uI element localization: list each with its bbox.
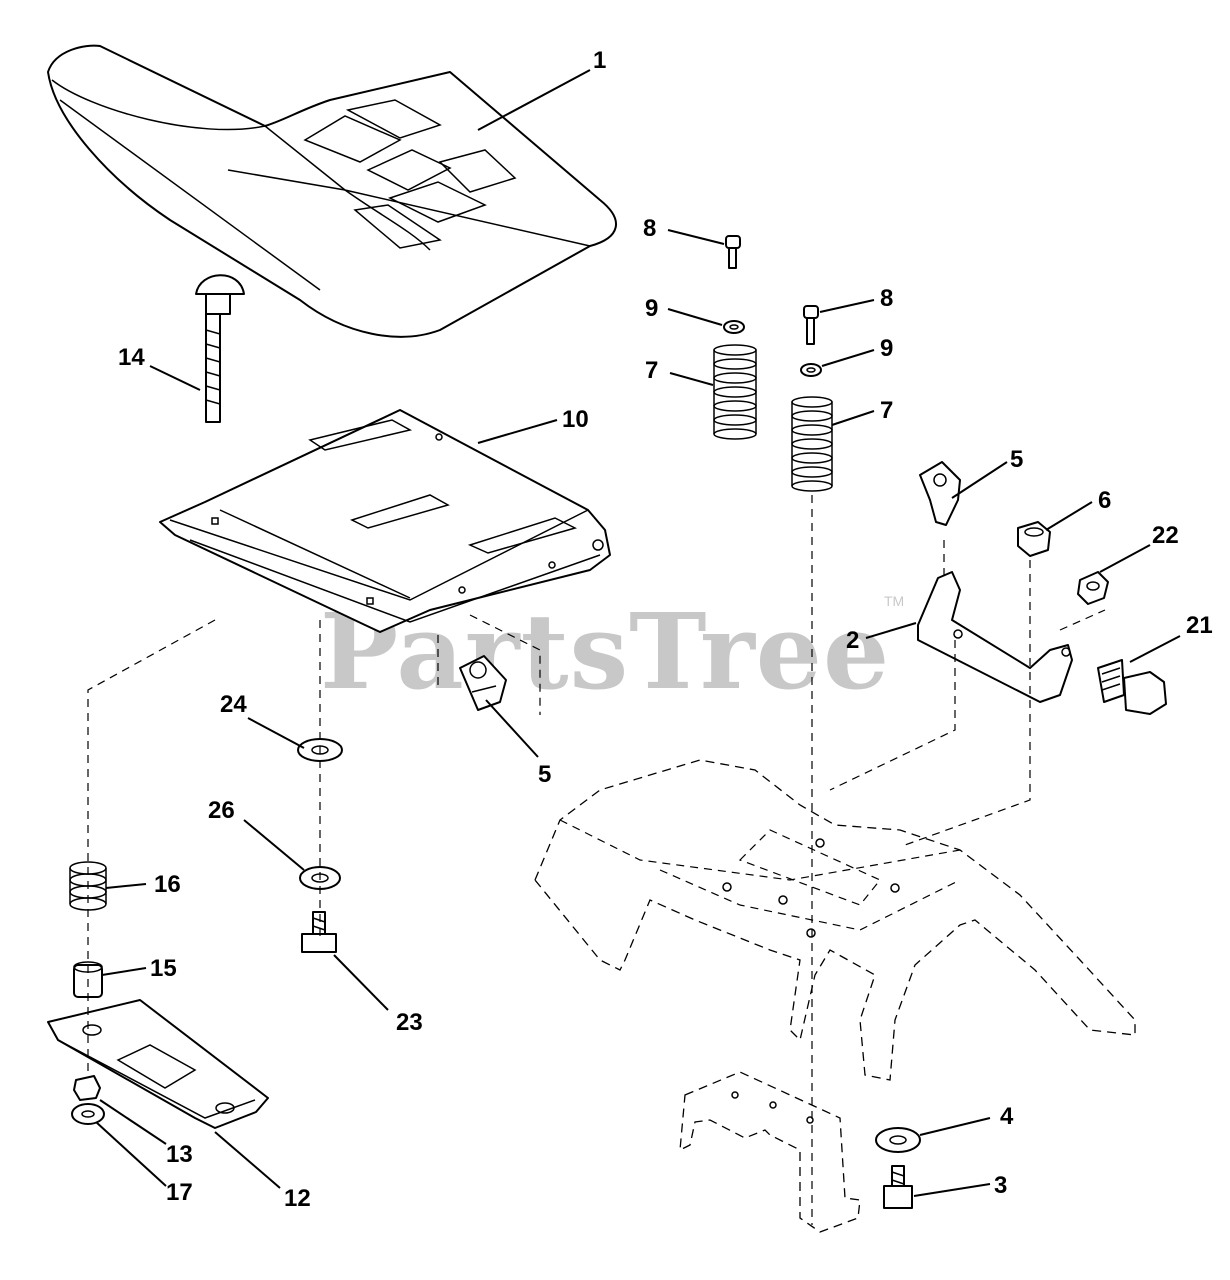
bolt-part-23 bbox=[301, 911, 337, 953]
clip-part-left bbox=[459, 655, 507, 711]
callout-8b: 8 bbox=[880, 285, 893, 312]
callout-17: 17 bbox=[166, 1179, 193, 1206]
callout-4: 4 bbox=[1000, 1103, 1014, 1130]
bolt-part-8a bbox=[725, 235, 741, 269]
seat-pan-part bbox=[159, 409, 611, 633]
callout-23: 23 bbox=[396, 1009, 423, 1036]
callout-9b: 9 bbox=[880, 335, 893, 362]
callout-14: 14 bbox=[118, 344, 145, 371]
leader-lines bbox=[95, 69, 1181, 1197]
plate-part-12 bbox=[47, 999, 269, 1129]
assembly-lines bbox=[87, 495, 1106, 1225]
frame-dashed-outline bbox=[534, 759, 1136, 1081]
bolt-part-3 bbox=[883, 1165, 913, 1209]
lower-bracket-dashed bbox=[679, 1071, 861, 1233]
washer-part-9a bbox=[723, 320, 745, 334]
seat-part bbox=[47, 44, 617, 338]
callout-labels: 1 8 9 7 8 9 7 14 10 5 6 22 2 21 24 5 26 … bbox=[118, 47, 1213, 1212]
callout-16: 16 bbox=[154, 871, 181, 898]
nut-part-22 bbox=[1077, 571, 1109, 605]
callout-5b: 5 bbox=[538, 761, 551, 788]
callout-7a: 7 bbox=[645, 357, 658, 384]
callout-26: 26 bbox=[208, 797, 235, 824]
callout-6: 6 bbox=[1098, 487, 1111, 514]
callout-9a: 9 bbox=[645, 295, 658, 322]
washer-part-17 bbox=[71, 1103, 105, 1125]
callout-1: 1 bbox=[593, 47, 606, 74]
washer-part-4 bbox=[875, 1127, 921, 1153]
callout-21: 21 bbox=[1186, 612, 1213, 639]
nut-part-13 bbox=[73, 1075, 101, 1101]
callout-13: 13 bbox=[166, 1141, 193, 1168]
watermark-trademark: TM bbox=[884, 593, 904, 609]
callout-24: 24 bbox=[220, 691, 247, 718]
callout-15: 15 bbox=[150, 955, 177, 982]
spring-part-7b bbox=[791, 396, 833, 492]
callout-3: 3 bbox=[994, 1172, 1007, 1199]
clip-part-right bbox=[919, 461, 961, 526]
callout-2: 2 bbox=[846, 627, 859, 654]
nut-part-6 bbox=[1017, 521, 1051, 557]
bolt-part-21 bbox=[1097, 659, 1167, 715]
callout-12: 12 bbox=[284, 1185, 311, 1212]
callout-22: 22 bbox=[1152, 522, 1179, 549]
callout-10: 10 bbox=[562, 406, 589, 433]
bracket-part-2 bbox=[917, 571, 1073, 703]
callout-5a: 5 bbox=[1010, 446, 1023, 473]
spring-part-7a bbox=[713, 344, 757, 440]
washer-part-9b bbox=[800, 363, 822, 377]
bolt-part-8b bbox=[803, 305, 819, 345]
callout-7b: 7 bbox=[880, 397, 893, 424]
carriage-bolt-part bbox=[195, 274, 245, 423]
callout-8a: 8 bbox=[643, 215, 656, 242]
